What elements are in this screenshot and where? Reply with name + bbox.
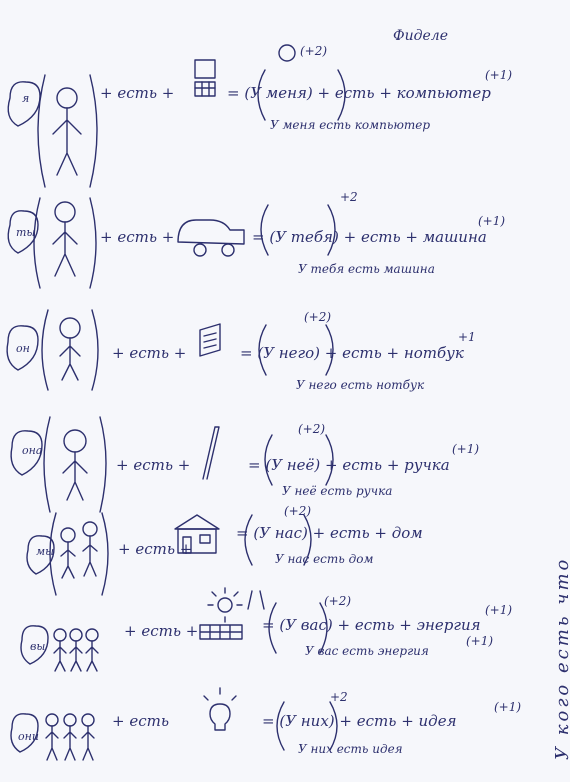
pronoun-label: мы <box>36 545 55 558</box>
superscript-right: (+1) <box>478 214 506 228</box>
heart-bubble <box>10 430 43 476</box>
stick-figure <box>52 107 82 176</box>
stick-figure <box>62 451 88 501</box>
superscript-left: (+2) <box>298 422 326 436</box>
pronoun-label: он <box>16 342 30 355</box>
superscript-left: (+2) <box>324 594 352 608</box>
superscript-left: (+2) <box>284 504 312 518</box>
stick-figure <box>45 725 59 761</box>
house-icon <box>174 514 220 530</box>
formula-right: = (У неё) + есть + ручка <box>248 456 450 474</box>
stick-figure <box>53 640 67 672</box>
formula-left: + есть + <box>100 228 175 246</box>
sun-icon <box>217 597 233 613</box>
heart-bubble <box>20 625 49 665</box>
pronoun-label: я <box>22 92 30 105</box>
formula-left: + есть + <box>118 540 193 558</box>
solar-panel-icon <box>199 624 243 640</box>
superscript-right: (+1) <box>494 700 522 714</box>
author-signature: Фиделе <box>393 28 448 44</box>
sentence: У вас есть энергия <box>305 644 429 658</box>
stick-figure <box>60 541 76 579</box>
row-1-drawing <box>7 44 346 188</box>
smile-icon <box>278 44 296 62</box>
row-4-drawing <box>10 416 334 513</box>
heart-bubble <box>6 325 39 371</box>
row-5-drawing <box>26 512 312 596</box>
row-6-drawing <box>20 587 328 672</box>
pronoun-label: вы <box>30 640 46 653</box>
lightbulb-icon <box>209 703 231 731</box>
pronoun-label: она <box>22 444 43 457</box>
sentence: У неё есть ручка <box>282 484 393 498</box>
row-3-drawing <box>6 309 334 391</box>
superscript-right: (+1) <box>485 68 513 82</box>
superscript-right: (+1) <box>452 442 480 456</box>
pronoun-label: они <box>18 730 39 743</box>
formula-right: = (У тебя) + есть + машина <box>252 228 487 246</box>
superscript-left: (+2) <box>304 310 332 324</box>
laptop-icon <box>199 323 221 357</box>
sentence: У меня есть компьютер <box>270 118 431 132</box>
heart-bubble <box>10 713 39 753</box>
formula-left: + есть + <box>100 84 175 102</box>
computer-icon <box>194 59 216 79</box>
formula-right: = (У меня) + есть + компьютер <box>227 84 491 102</box>
formula-right: = (У нас) + есть + дом <box>236 524 423 542</box>
superscript-right: (+1) <box>485 603 513 617</box>
sentence: У него есть нотбук <box>296 378 425 392</box>
heart-bubble <box>7 210 39 254</box>
heart-bubble <box>26 535 55 575</box>
superscript-left: +2 <box>330 690 348 704</box>
stick-figure <box>59 337 81 381</box>
sentence-superscript: (+1) <box>466 634 494 648</box>
pen-icon <box>202 426 220 480</box>
superscript-left: +2 <box>340 190 358 204</box>
pronoun-label: ты <box>16 226 36 239</box>
formula-left: + есть + <box>112 344 187 362</box>
formula-right: = (У вас) + есть + энергия <box>262 616 481 634</box>
sentence: У тебя есть машина <box>298 262 435 276</box>
sentence: У них есть идея <box>298 742 403 756</box>
superscript-left: (+2) <box>300 44 328 58</box>
stick-figure <box>52 221 78 277</box>
formula-left: + есть <box>112 712 170 730</box>
formula-right: = (У них) + есть + идея <box>262 712 457 730</box>
row-2-drawing <box>7 197 336 289</box>
formula-left: + есть + <box>116 456 191 474</box>
sentence: У нас есть дом <box>275 552 374 566</box>
formula-left: + есть + <box>124 622 199 640</box>
row-7-drawing <box>10 687 338 761</box>
car-icon <box>177 219 245 245</box>
formula-right: = (У него) + есть + нотбук <box>240 344 464 362</box>
superscript-right: +1 <box>458 330 476 344</box>
